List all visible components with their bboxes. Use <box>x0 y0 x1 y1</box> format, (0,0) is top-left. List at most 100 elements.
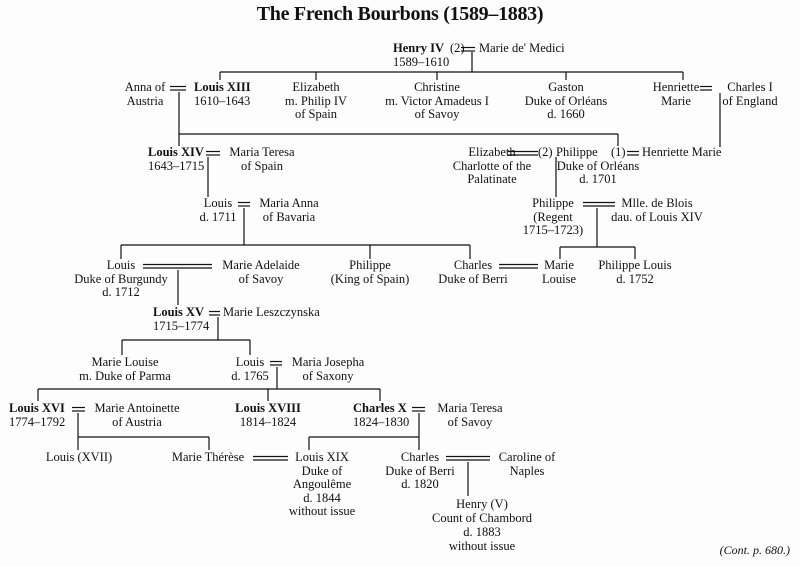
node-text-line: Count of Chambord <box>432 511 532 525</box>
node-text-line: Christine <box>414 80 460 94</box>
node-text-line: Gaston <box>548 80 584 94</box>
node-text-line: 1589–1610 <box>393 54 450 69</box>
marriage-sign <box>700 85 712 91</box>
node-text-line: Marie <box>544 258 574 272</box>
node-text-line: Louis <box>106 258 136 272</box>
node-text-line: Maria Anna <box>259 196 319 210</box>
node-text-line: Charlotte of the <box>452 158 532 173</box>
node-text-line: Duke of Burgundy <box>74 271 168 286</box>
marriage-sign <box>499 263 538 269</box>
node-text-line: Anna of <box>124 80 166 94</box>
node-text-line: Marie Louise <box>91 355 159 369</box>
node-text-line: of Spain <box>240 158 283 173</box>
node-text-line: Duke of Berri <box>438 271 508 286</box>
node-text-line: Marie Antoinette <box>94 401 180 415</box>
node-text-line: Marie <box>661 93 691 108</box>
marriage-sign <box>170 85 186 91</box>
node-text-line: Louis (XVII) <box>45 450 113 464</box>
node-text-line: Austria <box>126 93 164 108</box>
node-text-line: Louis XIV <box>148 145 204 159</box>
node-text-line: Charles I <box>727 80 773 94</box>
marriage-number: (1) <box>611 145 626 160</box>
node-text-line: 1824–1830 <box>353 414 410 429</box>
node-text-line: Louise <box>541 271 577 286</box>
node-text-line: 1715–1723) <box>522 223 584 237</box>
node-text-line: Marie Leszczynska <box>223 305 320 319</box>
node-text-line: m. Philip IV <box>284 93 348 108</box>
person-marie-therese: Marie Thérèse <box>171 450 245 465</box>
node-text-line: Maria Teresa <box>229 145 295 159</box>
marriage-sign <box>583 201 615 207</box>
marriage-sign <box>412 406 425 412</box>
person-philippe-king-of-spain: Philippe(King of Spain) <box>331 258 409 286</box>
node-text-line: Elizabeth <box>292 80 340 94</box>
node-text-line: Mlle. de Blois <box>621 196 693 210</box>
person-louis-xvii: Louis (XVII) <box>45 450 113 465</box>
node-text-line: Louis XVI <box>9 401 65 415</box>
node-text-line: Philippe Louis <box>598 258 672 272</box>
node-text-line: Louis XVIII <box>235 401 301 415</box>
node-text-line: Duke of Orléans <box>556 158 640 173</box>
node-text-line: Louis XIII <box>194 80 251 94</box>
node-text-line: m. Victor Amadeus I <box>385 93 489 108</box>
node-text-line: d. 1660 <box>547 107 585 121</box>
continuation-note: (Cont. p. 680.) <box>719 543 790 557</box>
marriage-sign <box>627 150 639 156</box>
marriage-number: (2) <box>450 41 465 56</box>
node-text-line: Philippe <box>532 196 574 210</box>
node-text-line: m. Duke of Parma <box>79 368 171 383</box>
node-text-line: Henry (V) <box>456 497 508 511</box>
node-text-line: Charles <box>453 258 493 272</box>
node-text-line: Caroline of <box>498 450 556 464</box>
person-marie-leszczynska: Marie Leszczynska <box>223 305 320 320</box>
node-text-line: Charles <box>400 450 440 464</box>
node-text-line: 1610–1643 <box>194 93 251 108</box>
node-text-line: Marie Adelaide <box>222 258 300 272</box>
node-text-line: of Spain <box>294 107 338 121</box>
node-text-line: of England <box>722 93 778 108</box>
node-text-line: Henriette Marie <box>642 145 722 159</box>
node-text-line: of Austria <box>112 414 162 429</box>
node-text-line: Philippe <box>349 258 391 272</box>
person-henriette-marie-2: Henriette Marie <box>642 145 722 160</box>
node-text-line: d. 1765 <box>231 368 269 383</box>
node-text-line: Marie Thérèse <box>171 450 245 464</box>
node-text-line: of Savoy <box>414 107 460 121</box>
marriage-sign <box>72 406 85 412</box>
marriage-sign <box>209 310 220 316</box>
node-text-line: Marie de' Medici <box>479 41 565 55</box>
node-text-line: Louis XV <box>153 305 205 319</box>
person-marie-de-medici: Marie de' Medici <box>479 41 565 56</box>
node-text-line: Henriette <box>652 80 700 94</box>
node-text-line: of Saxony <box>302 368 354 383</box>
node-text-line: 1715–1774 <box>153 318 210 333</box>
node-text-line: 1814–1824 <box>239 414 297 429</box>
marriage-number: (2) <box>538 145 553 160</box>
marriage-signs <box>72 46 712 461</box>
marriage-sign <box>461 46 475 52</box>
node-text-line: (1) <box>611 145 626 159</box>
marriage-sign <box>446 455 490 461</box>
